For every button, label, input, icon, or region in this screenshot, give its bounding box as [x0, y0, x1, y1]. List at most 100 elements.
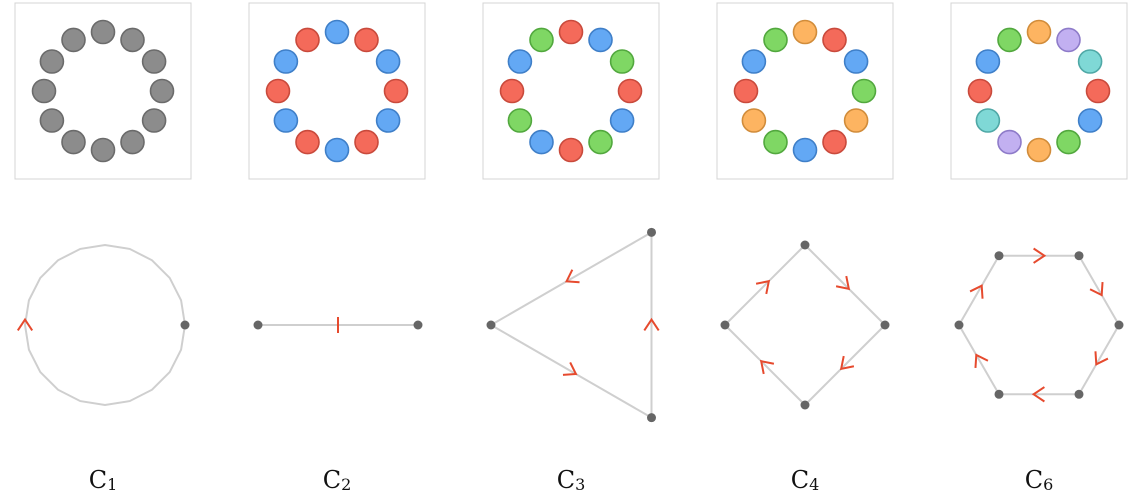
- bead-green: [851, 78, 877, 104]
- bead-green: [1056, 129, 1081, 155]
- bead-panel-c2: [248, 2, 426, 180]
- direction-arrow: [974, 353, 989, 368]
- caption-subscript: 4: [809, 475, 819, 494]
- caption-c3: C3: [557, 466, 586, 494]
- bead-blue: [273, 108, 299, 133]
- vertex: [180, 320, 190, 330]
- bead-blue: [792, 137, 818, 163]
- bead-orange: [1026, 19, 1052, 45]
- cycle-graph-c4: [720, 240, 890, 410]
- bead-red: [1085, 78, 1111, 104]
- direction-arrow: [759, 359, 775, 375]
- bead-gray: [120, 129, 145, 155]
- vertex: [1114, 320, 1124, 330]
- bead-gray: [61, 27, 86, 53]
- vertex: [647, 413, 656, 423]
- edge: [724, 324, 806, 406]
- bead-red: [617, 78, 643, 104]
- bead-gray: [120, 27, 145, 53]
- edge: [958, 324, 1000, 395]
- bead-gray: [39, 49, 65, 74]
- vertex: [720, 320, 730, 330]
- caption-subscript: 6: [1043, 475, 1053, 494]
- caption-letter: C: [1025, 466, 1043, 494]
- vertex: [647, 227, 656, 237]
- cycle-graph-c3: [486, 227, 660, 423]
- bead-blue: [273, 49, 299, 74]
- direction-arrow: [1094, 351, 1109, 366]
- vertex: [1074, 251, 1084, 261]
- bead-teal: [1077, 49, 1103, 74]
- bead-blue: [507, 49, 533, 74]
- vertex: [486, 320, 496, 330]
- bead-purple: [1056, 27, 1081, 53]
- caption-subscript: 2: [341, 475, 351, 494]
- edge: [804, 324, 886, 406]
- bead-gray: [39, 108, 65, 133]
- caption-subscript: 3: [575, 475, 585, 494]
- vertex: [800, 400, 810, 410]
- direction-arrow: [1031, 386, 1045, 403]
- bead-green: [763, 27, 788, 53]
- bead-orange: [843, 108, 869, 133]
- edge: [1078, 324, 1120, 395]
- bead-red: [295, 27, 320, 53]
- bead-panel-c3: [482, 2, 660, 180]
- caption-letter: C: [89, 466, 107, 494]
- bead-red: [733, 78, 759, 104]
- caption-c2: C2: [323, 466, 352, 494]
- bead-gray: [149, 78, 175, 104]
- direction-arrow: [1089, 282, 1104, 297]
- bead-red: [822, 129, 847, 155]
- direction-arrow: [643, 317, 660, 331]
- edge: [1078, 255, 1120, 326]
- direction-arrow: [562, 361, 578, 376]
- bead-blue: [324, 19, 350, 45]
- bead-orange: [792, 19, 818, 45]
- direction-arrow: [16, 317, 34, 331]
- bead-gray: [90, 19, 116, 45]
- bead-red: [295, 129, 320, 155]
- bead-panel-c6: [950, 2, 1128, 180]
- loop-edge: [23, 243, 186, 407]
- caption-subscript: 1: [107, 475, 117, 494]
- edge: [724, 244, 806, 326]
- edge: [490, 324, 652, 419]
- bead-green: [588, 129, 613, 155]
- caption-letter: C: [323, 466, 341, 494]
- bead-blue: [975, 49, 1001, 74]
- caption-letter: C: [791, 466, 809, 494]
- bead-blue: [1077, 108, 1103, 133]
- bead-red: [558, 19, 584, 45]
- caption-c1: C1: [89, 466, 118, 494]
- bead-blue: [375, 49, 401, 74]
- vertex: [800, 240, 810, 250]
- bead-red: [354, 27, 379, 53]
- bead-gray: [141, 49, 167, 74]
- vertex: [954, 320, 964, 330]
- vertex: [413, 320, 423, 330]
- bead-red: [265, 78, 291, 104]
- cycle-graph-c6: [954, 247, 1124, 403]
- bead-blue: [324, 137, 350, 163]
- caption-c6: C6: [1025, 466, 1054, 494]
- bead-blue: [375, 108, 401, 133]
- cycle-graphs-row: [16, 227, 1124, 423]
- bead-orange: [741, 108, 767, 133]
- bead-red: [822, 27, 847, 53]
- bead-red: [383, 78, 409, 104]
- bead-panel-c1: [14, 2, 192, 180]
- bead-green: [997, 27, 1022, 53]
- direction-arrow: [969, 284, 984, 299]
- bead-red: [967, 78, 993, 104]
- cycle-graph-c1: [16, 243, 190, 407]
- bead-blue: [529, 129, 554, 155]
- edge: [804, 244, 886, 326]
- bead-blue: [843, 49, 869, 74]
- bead-green: [763, 129, 788, 155]
- bead-purple: [997, 129, 1022, 155]
- bead-gray: [31, 78, 57, 104]
- caption-c4: C4: [791, 466, 820, 494]
